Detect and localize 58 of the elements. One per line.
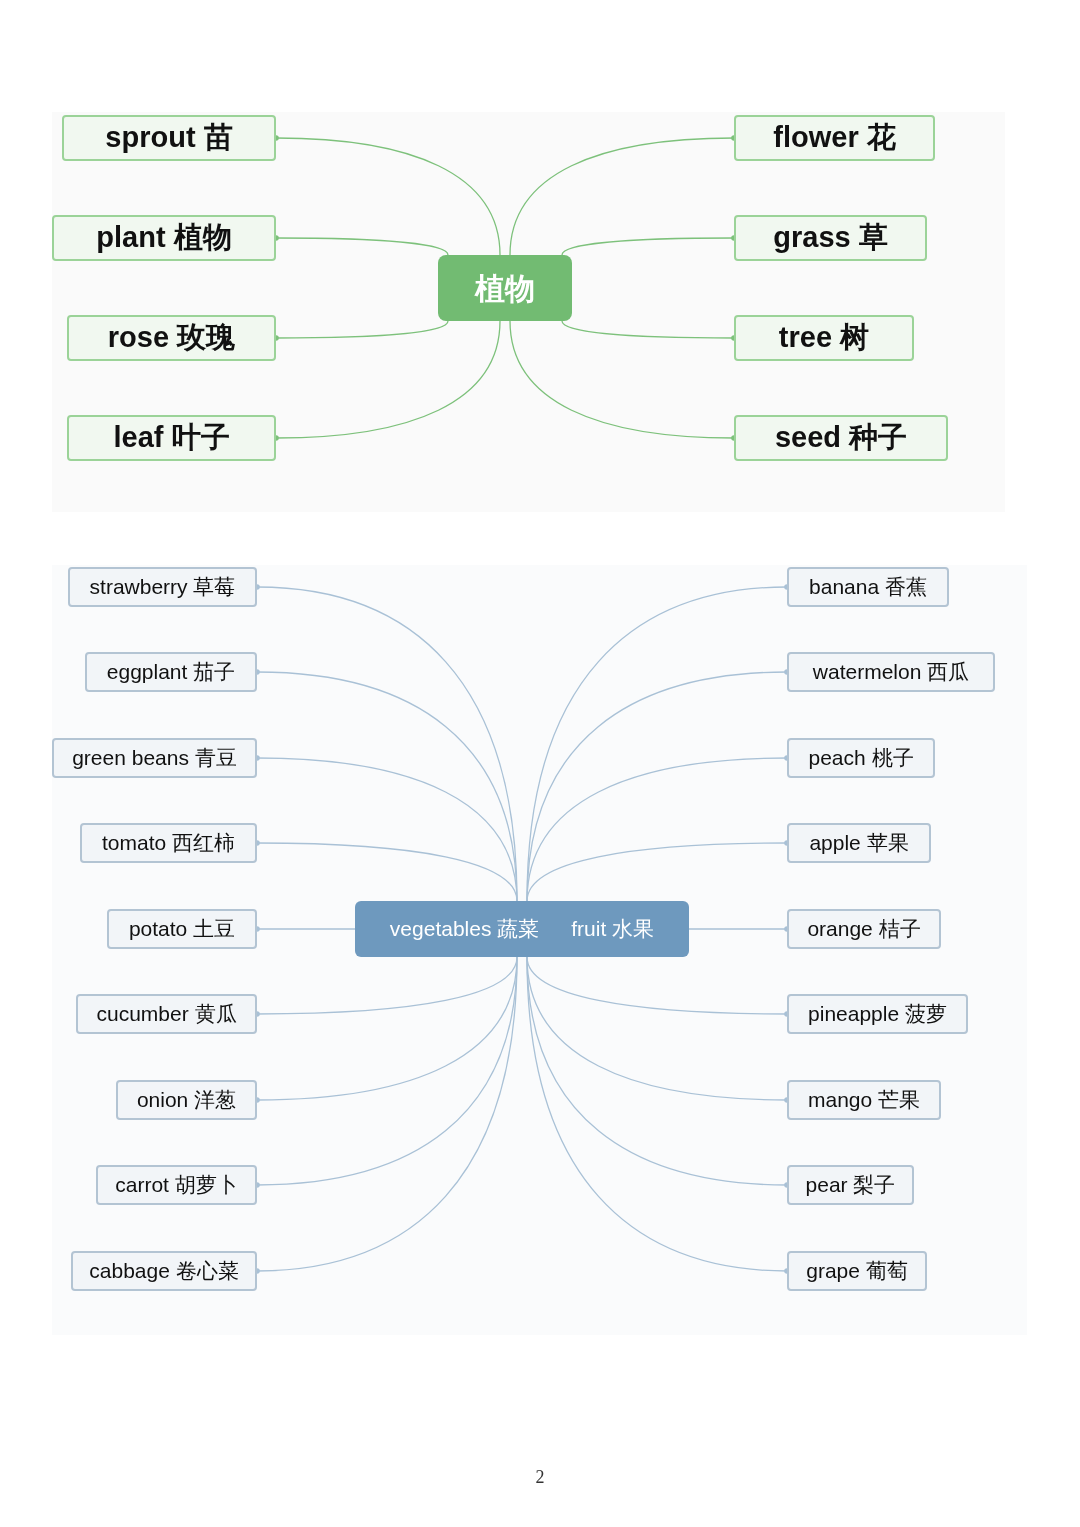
topic-text: 植物 (475, 270, 535, 307)
topic-text: banana 香蕉 (809, 574, 927, 601)
topic-box (787, 1165, 914, 1205)
topic-text: potato 土豆 (128, 916, 236, 943)
topic-box (62, 115, 276, 161)
topic-text: vegetables 蔬菜 (389, 916, 540, 943)
topic-text: cabbage 卷心菜 (89, 1258, 239, 1285)
topic-text: tomato 西红柿 (101, 830, 235, 857)
topic-box (67, 315, 276, 361)
topic-text: green beans 青豆 (72, 745, 237, 772)
topic-box (67, 415, 276, 461)
topic-box (787, 652, 995, 692)
topic-text: apple 苹果 (809, 830, 909, 857)
topic-text: pineapple 菠萝 (808, 1001, 947, 1028)
topic-box (734, 415, 948, 461)
topic-box (96, 1165, 257, 1205)
topic-text: eggplant 茄子 (106, 659, 236, 686)
topic-text: peach 桃子 (808, 745, 914, 772)
topic-text: grape 葡萄 (806, 1258, 908, 1285)
topic-box (787, 1080, 941, 1120)
topic-box (52, 738, 257, 778)
topic-box (76, 994, 257, 1034)
topic-text: leaf 叶子 (113, 420, 230, 456)
topic-text: tree 树 (778, 320, 870, 356)
topic-text: sprout 苗 (105, 120, 233, 156)
topic-box (52, 215, 276, 261)
topic-text: cucumber 黄瓜 (96, 1001, 237, 1028)
topic-box (787, 738, 935, 778)
topic-text: orange 桔子 (807, 916, 921, 943)
topic-box (787, 823, 931, 863)
topic-box (787, 567, 949, 607)
topic-box (787, 994, 968, 1034)
topic-text: plant 植物 (96, 220, 232, 256)
topic-box (85, 652, 257, 692)
topic-box (107, 909, 257, 949)
topic-text: rose 玫瑰 (107, 320, 236, 356)
central-topic-box (355, 901, 689, 957)
topic-text: flower 花 (773, 120, 896, 156)
topic-text: grass 草 (773, 220, 888, 256)
topic-text: fruit 水果 (571, 916, 655, 943)
topic-box (116, 1080, 257, 1120)
topic-box (787, 1251, 927, 1291)
topic-text: carrot 胡萝卜 (115, 1172, 238, 1199)
topic-box (80, 823, 257, 863)
topic-box (734, 115, 935, 161)
topic-box (787, 909, 941, 949)
topic-text: seed 种子 (774, 420, 908, 456)
topic-text: mango 芒果 (807, 1087, 920, 1114)
topic-box (734, 315, 914, 361)
topic-text: strawberry 草莓 (89, 574, 236, 601)
topic-box (71, 1251, 257, 1291)
topic-box (68, 567, 257, 607)
topic-box (734, 215, 927, 261)
topic-text: watermelon 西瓜 (812, 659, 970, 686)
topic-text: pear 梨子 (805, 1172, 896, 1199)
central-topic-box (438, 255, 572, 321)
topic-text: onion 洋葱 (136, 1087, 237, 1114)
page-number: 2 (534, 1466, 546, 1489)
